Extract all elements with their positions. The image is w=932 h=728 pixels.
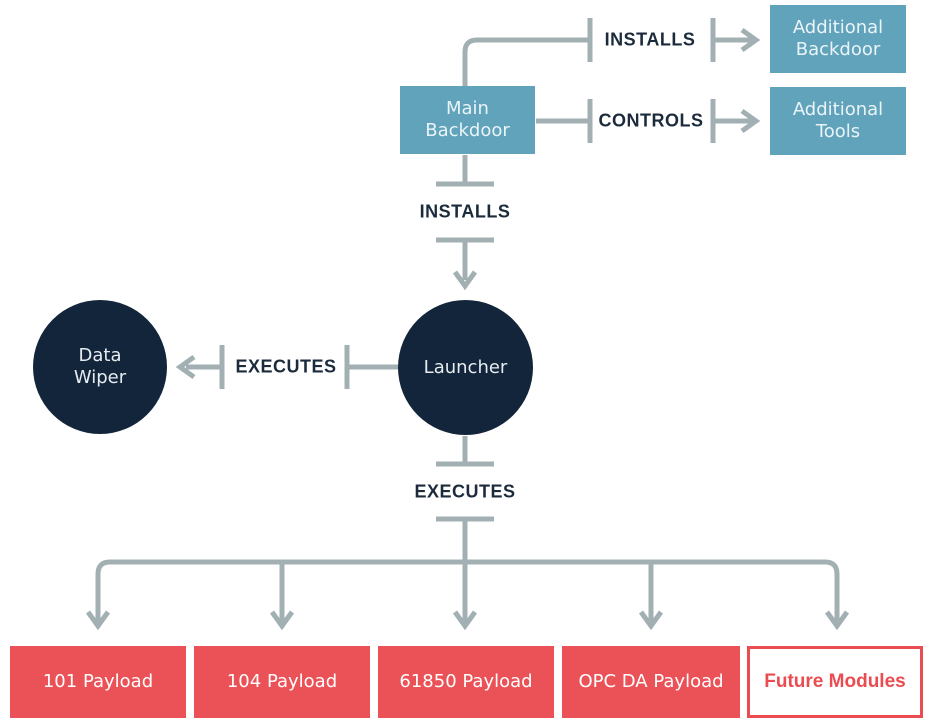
payload-opc-da-node: OPC DA Payload	[562, 646, 740, 718]
payload-label: 101 Payload	[42, 671, 154, 692]
additional-tools-node: Additional Tools	[770, 87, 906, 155]
arrow-head	[452, 270, 478, 291]
arrow-head	[175, 354, 196, 380]
payload-label: 104 Payload	[226, 671, 338, 692]
data-wiper-line-2: Wiper	[73, 367, 127, 388]
arrow-head	[824, 610, 850, 631]
future-modules-node: Future Modules	[747, 646, 923, 718]
future-modules-label: Future Modules	[764, 671, 906, 692]
edge-label-executes-payloads: EXECUTES	[414, 481, 516, 502]
payload-label: 61850 Payload	[399, 671, 533, 692]
additional-tools-line-2: Tools	[815, 121, 861, 142]
arrow-head	[740, 108, 761, 134]
arrow-head	[269, 610, 295, 631]
edge-label-controls-tools: CONTROLS	[598, 110, 704, 131]
additional-backdoor-line-1: Additional	[792, 17, 884, 38]
launcher-label: Launcher	[423, 356, 508, 378]
arrow-head	[740, 27, 761, 53]
main-backdoor-line-1: Main	[446, 98, 489, 119]
payload-104-node: 104 Payload	[194, 646, 370, 718]
edge-label-installs-launcher: INSTALLS	[419, 201, 511, 222]
additional-backdoor-node: Additional Backdoor	[770, 5, 906, 73]
payload-101-node: 101 Payload	[10, 646, 186, 718]
connector-installs-backdoor	[462, 37, 588, 86]
edge-label-executes-wiper: EXECUTES	[235, 356, 337, 377]
additional-backdoor-line-2: Backdoor	[795, 39, 881, 60]
launcher-node: Launcher	[398, 300, 533, 435]
arrow-head	[452, 610, 478, 631]
data-wiper-line-1: Data	[78, 345, 122, 366]
main-backdoor-node: Main Backdoor	[400, 86, 535, 154]
edge-label-installs-backdoor: INSTALLS	[604, 29, 696, 50]
data-wiper-node: Data Wiper	[33, 300, 167, 434]
main-backdoor-line-2: Backdoor	[425, 120, 510, 141]
arrow-head	[638, 610, 664, 631]
payload-label: OPC DA Payload	[578, 671, 724, 692]
additional-tools-line-1: Additional	[792, 99, 884, 120]
arrow-head	[85, 610, 111, 631]
payload-61850-node: 61850 Payload	[378, 646, 554, 718]
